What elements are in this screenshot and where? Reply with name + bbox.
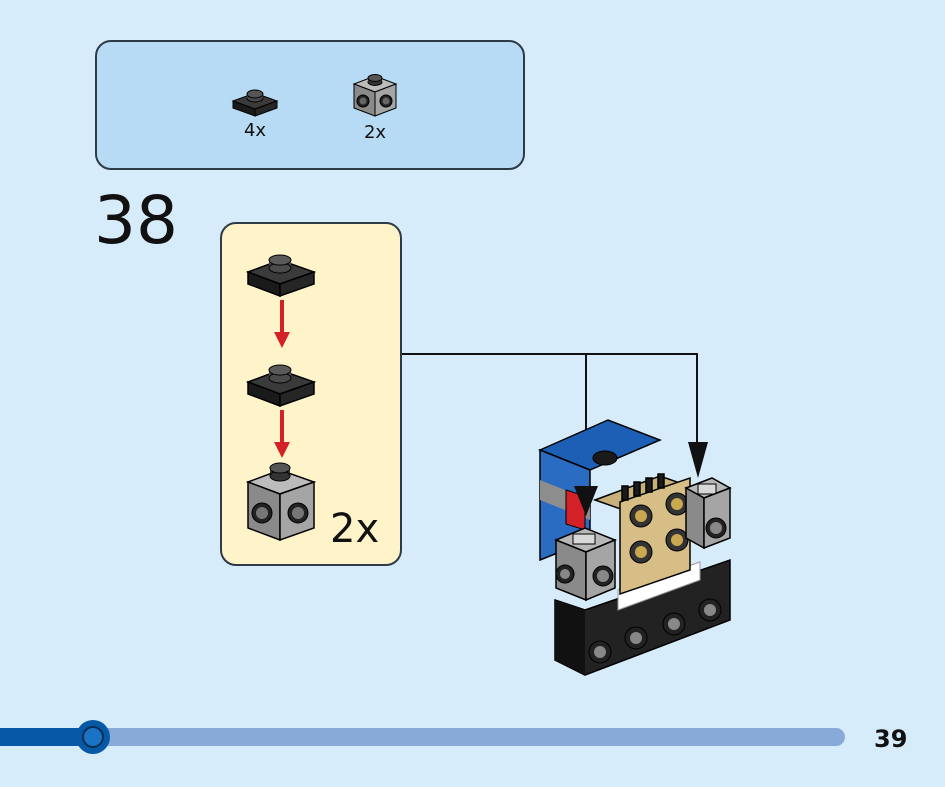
part-quantity: 2x [363, 122, 387, 143]
main-model-illustration [402, 353, 732, 676]
part-item: 4x [225, 84, 285, 141]
gray-brick-icon [352, 74, 398, 117]
page-number: 39 [874, 725, 908, 753]
step-number: 38 [94, 182, 178, 259]
sub-assembly-box: 2x [220, 222, 402, 566]
progress-track [0, 728, 845, 746]
part-item: 2x [345, 70, 405, 143]
part-quantity: 4x [243, 120, 267, 141]
black-plate-icon [245, 254, 317, 298]
parts-list-box: 4x 2x [95, 40, 525, 170]
black-plate-icon [245, 364, 317, 408]
model-base [538, 419, 732, 676]
sub-assembly-quantity: 2x [330, 506, 380, 552]
progress-fill [0, 728, 93, 746]
sub-assembly-illustration [245, 254, 317, 542]
red-arrow-icon [274, 410, 290, 458]
placement-arrow-icon [574, 442, 708, 516]
progress-knob [76, 720, 110, 754]
black-plate-icon [231, 89, 279, 117]
red-arrow-icon [274, 300, 290, 348]
gray-brick-icon [245, 462, 317, 542]
